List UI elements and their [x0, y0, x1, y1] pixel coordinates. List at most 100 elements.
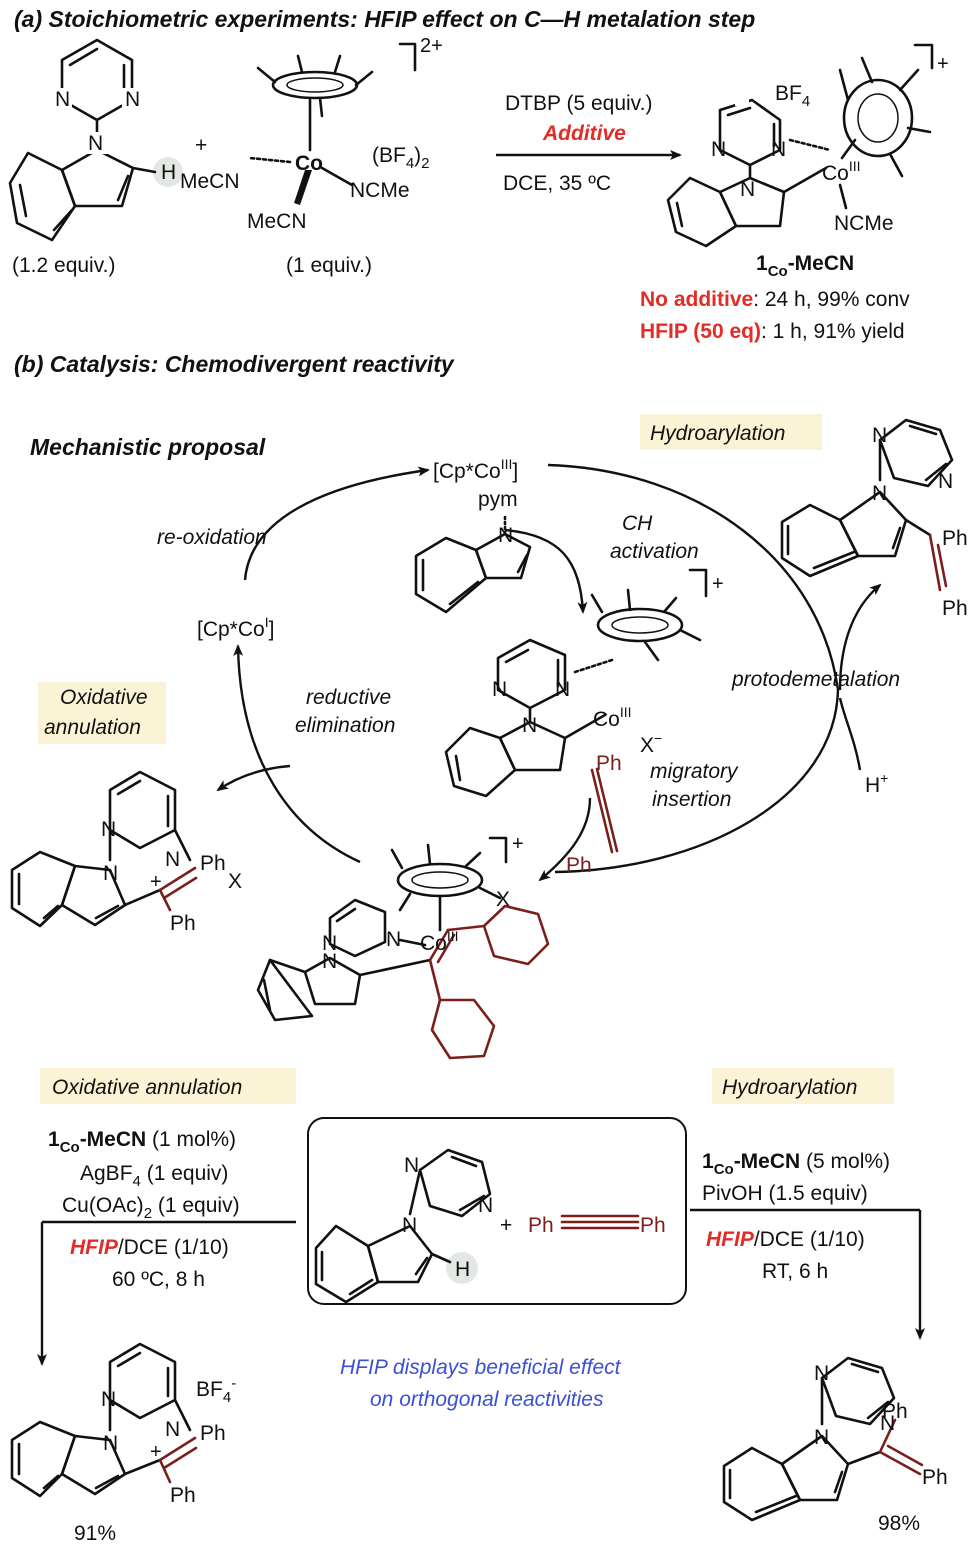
cycle-arc-bottom-left: [233, 644, 361, 864]
hy-cond-1: 1Co-MeCN (5 mol%): [702, 1150, 890, 1178]
atom-n: N: [88, 132, 103, 155]
section-b-title: (b) Catalysis: Chemodivergent reactivity: [14, 351, 455, 377]
migratory-insertion-arrow: [538, 797, 592, 882]
h-plus-arrow: [838, 697, 862, 771]
x-label: X: [496, 888, 510, 911]
cp-co3-label: [Cp*CoIII]: [433, 456, 518, 483]
atom-n: N: [880, 1412, 895, 1435]
atom-n: N: [402, 1214, 417, 1237]
co-equiv-label: (1 equiv.): [286, 254, 372, 277]
oxidative-tag-2: annulation: [44, 716, 141, 739]
product-1co-mecn: [666, 43, 934, 248]
co-counterion: (BF4)2: [372, 144, 430, 172]
ch-activation-label-2: activation: [610, 540, 699, 563]
center-ph-left: Ph: [528, 1214, 554, 1237]
co3-label-insertion: CoIII: [420, 928, 459, 955]
cobalt-complex: [248, 42, 417, 205]
atom-n: N: [101, 818, 116, 841]
plus-label: +: [150, 1441, 162, 1463]
product-name: 1Co-MeCN: [756, 252, 854, 280]
ph-label: Ph: [170, 1484, 196, 1507]
annulation-product-cycle: [10, 770, 198, 928]
ph-label: Ph: [200, 852, 226, 875]
atom-n: N: [322, 932, 337, 955]
atom-n: N: [498, 524, 513, 547]
migratory-label-2: insertion: [652, 788, 731, 811]
reductive-label-1: reductive: [306, 686, 391, 709]
atom-n: N: [938, 470, 953, 493]
insertion-intermediate: [256, 836, 550, 1060]
reactants-box: [307, 1117, 687, 1305]
hydroarylation-tag: Hydroarylation: [650, 422, 785, 445]
hydroarylation-tag2-bg: [712, 1068, 894, 1104]
ph-label: Ph: [200, 1422, 226, 1445]
ncme-right-label: NCMe: [350, 179, 410, 202]
cycle-arc-left-top: [243, 466, 430, 581]
atom-n: N: [125, 88, 140, 111]
arrow-additive-label: Additive: [542, 122, 626, 145]
ch-activation-label-1: CH: [622, 512, 653, 535]
co-charge: 2+: [420, 35, 443, 57]
ph-label: Ph: [942, 597, 968, 620]
bottom-hydroarylation-product: [722, 1356, 924, 1522]
bottom-annulation-product: [10, 1342, 198, 1498]
ox-cond-2: AgBF4 (1 equiv): [80, 1162, 228, 1190]
ox-solvent: HFIP/DCE (1/10): [70, 1236, 229, 1259]
pym-label: pym: [478, 488, 518, 511]
migratory-label-1: migratory: [650, 760, 739, 783]
indole-reactant: [8, 38, 183, 242]
section-a-title: (a) Stoichiometric experiments: HFIP eff…: [14, 6, 755, 32]
mechanism-title: Mechanistic proposal: [30, 434, 266, 460]
reductive-elim-branch-arrow: [216, 764, 291, 792]
ox-cond-3: Cu(OAc)2 (1 equiv): [62, 1194, 240, 1222]
plus-label: +: [150, 871, 162, 893]
atom-n: N: [404, 1154, 419, 1177]
hydroarylation-tag2: Hydroarylation: [722, 1076, 857, 1099]
atom-n: N: [555, 678, 570, 701]
co-metallacycle-intermediate: [444, 568, 708, 798]
ph-label: Ph: [566, 854, 592, 877]
center-plus: +: [500, 1214, 512, 1237]
plus-label: +: [512, 833, 524, 855]
product-co-label: CoIII: [822, 158, 861, 185]
ox-cond-1: 1Co-MeCN (1 mol%): [48, 1128, 236, 1156]
hy-temp: RT, 6 h: [762, 1260, 828, 1283]
ph-label: Ph: [922, 1466, 948, 1489]
hy-solvent: HFIP/DCE (1/10): [706, 1228, 865, 1251]
atom-n: N: [814, 1426, 829, 1449]
reoxidation-label: re-oxidation: [157, 526, 267, 549]
atom-n: N: [55, 88, 70, 111]
result-no-additive: No additive: 24 h, 99% conv: [640, 288, 910, 311]
ph-label: Ph: [596, 752, 622, 775]
co3-label-intermediate: CoIII: [593, 704, 632, 731]
cp-co1-label: [Cp*CoI]: [197, 614, 274, 641]
cycle-arc-top-right: [547, 463, 840, 691]
arrow-bottom-label: DCE, 35 ºC: [503, 172, 611, 195]
protodemetalation-branch-arrow: [838, 583, 882, 691]
cycle-arc-right-bottom: [554, 689, 840, 874]
ph-label: Ph: [942, 527, 968, 550]
center-ph-right: Ph: [640, 1214, 666, 1237]
x-label: X: [228, 870, 242, 893]
atom-n: N: [711, 138, 726, 161]
ox-temp: 60 ºC, 8 h: [112, 1268, 205, 1291]
atom-n: N: [478, 1194, 493, 1217]
atom-n: N: [101, 1388, 116, 1411]
ox-annulation-tag: Oxidative annulation: [52, 1076, 242, 1099]
mecn-bottom-label: MeCN: [247, 210, 307, 233]
atom-n: N: [771, 138, 786, 161]
atom-n: N: [872, 424, 887, 447]
pym-indole-substrate: [414, 512, 532, 614]
reductive-label-2: elimination: [295, 714, 395, 737]
oxidative-tag-bg: [38, 682, 166, 744]
ph-label: Ph: [882, 1400, 908, 1423]
hy-yield: 98%: [878, 1512, 920, 1535]
atom-n: N: [322, 950, 337, 973]
hy-cond-2: PivOH (1.5 equiv): [702, 1182, 868, 1205]
hydroarylation-tag-bg: [640, 414, 822, 450]
center-indole: [314, 1148, 492, 1304]
mecn-left-label: MeCN: [180, 170, 240, 193]
product-charge: +: [937, 53, 949, 75]
product-bf4: BF4: [775, 82, 810, 110]
oxidative-tag-1: Oxidative: [60, 686, 148, 709]
